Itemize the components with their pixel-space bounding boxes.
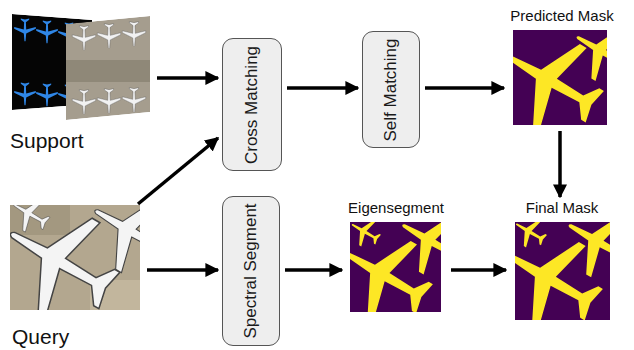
support-images: Support	[6, 10, 152, 152]
image-caption: Predicted Mask	[510, 8, 613, 25]
mask-image: Eigensegment	[346, 200, 446, 314]
process-label: Self Matching	[381, 38, 401, 141]
flow-arrow	[425, 86, 504, 90]
process-label: Cross Matching	[242, 45, 262, 163]
image-caption: Final Mask	[526, 200, 599, 217]
flow-arrow	[138, 138, 218, 204]
flow-arrow	[287, 86, 358, 90]
process-label: Spectral Segment	[241, 203, 261, 338]
query-photo-image	[10, 205, 140, 310]
final-mask-image	[515, 222, 610, 320]
image-caption: Support	[10, 129, 84, 152]
image-caption: Query	[12, 325, 69, 348]
support-photo-image	[66, 16, 150, 120]
process-box: Cross Matching	[222, 38, 282, 171]
mask-image: Predicted Mask	[508, 8, 616, 127]
process-box: Self Matching	[362, 31, 420, 148]
predicted-mask-image	[513, 30, 607, 125]
flow-arrow	[157, 76, 218, 80]
flow-arrow	[147, 268, 218, 272]
query-image: Query	[8, 202, 142, 348]
image-caption: Eigensegment	[348, 200, 444, 217]
eigensegment-image	[350, 222, 441, 312]
flow-arrow	[558, 131, 562, 197]
process-box: Spectral Segment	[222, 196, 280, 346]
flow-arrow	[451, 268, 506, 272]
mask-image: Final Mask	[510, 200, 614, 322]
flow-arrow	[285, 268, 342, 272]
